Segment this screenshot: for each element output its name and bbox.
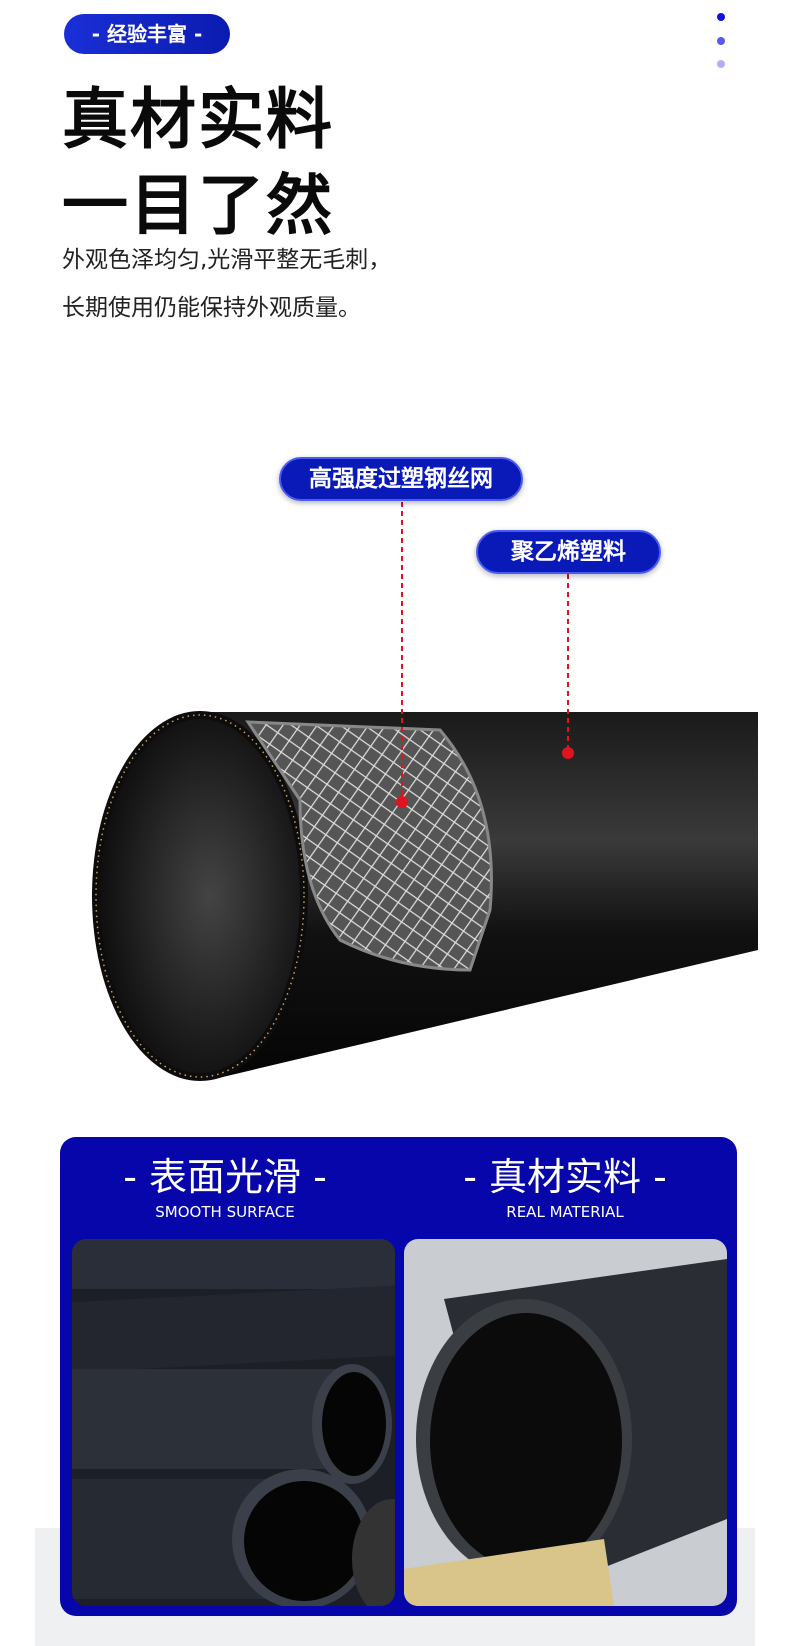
features-panel: - 表面光滑 - SMOOTH SURFACE - 真材实料 - REAL MA… (60, 1137, 737, 1616)
feature-header-smooth: - 表面光滑 - SMOOTH SURFACE (60, 1153, 390, 1221)
feature-title: - 真材实料 - (463, 1155, 667, 1199)
feature-header-material: - 真材实料 - REAL MATERIAL (400, 1153, 730, 1221)
feature-title: - 表面光滑 - (123, 1155, 327, 1199)
dot-indicator (717, 13, 725, 21)
dot-indicator (717, 37, 725, 45)
feature-subtitle: SMOOTH SURFACE (155, 1203, 295, 1221)
callout-dot-pe (562, 747, 574, 759)
feature-subtitle: REAL MATERIAL (506, 1203, 624, 1221)
description-line-1: 外观色泽均匀,光滑平整无毛刺， (62, 247, 392, 273)
callout-mesh-label: 高强度过塑钢丝网 (279, 457, 523, 501)
headline-line-1: 真材实料 (62, 81, 334, 158)
callout-dot-mesh (396, 796, 408, 808)
pipe-cutaway-illustration (92, 711, 758, 1081)
callout-pe-label: 聚乙烯塑料 (476, 530, 661, 574)
smooth-surface-photo (72, 1239, 395, 1606)
callout-lines (396, 502, 574, 808)
dot-indicator (717, 60, 725, 68)
real-material-photo (404, 1239, 727, 1606)
section-badge: - 经验丰富 - (64, 14, 230, 54)
headline-line-2: 一目了然 (62, 167, 334, 244)
description-line-2: 长期使用仍能保持外观质量。 (62, 295, 361, 321)
